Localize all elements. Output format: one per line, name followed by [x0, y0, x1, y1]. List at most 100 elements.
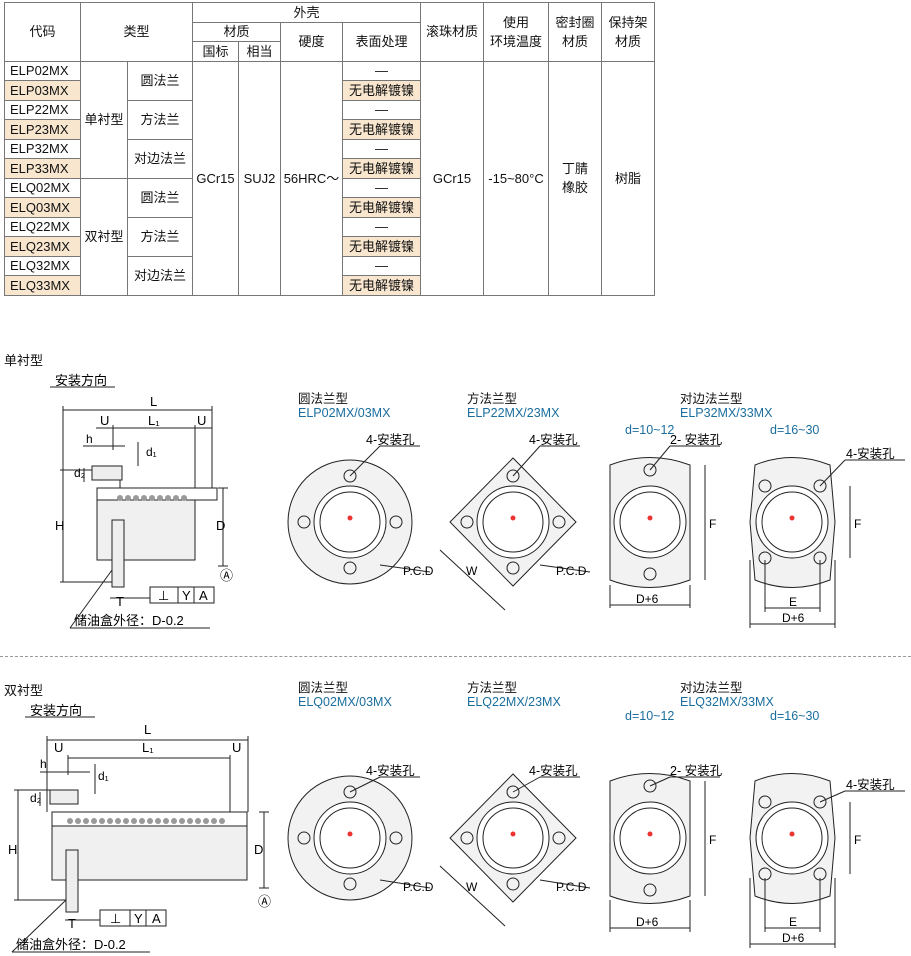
gb-value: GCr15 [192, 60, 239, 296]
round-title: 圆法兰型 [298, 681, 349, 695]
code-cell: ELP23MX [4, 119, 81, 140]
type-double: 双衬型 [80, 177, 128, 296]
tol-Y: Y [134, 911, 143, 926]
pcd-label: P.C.D [403, 880, 434, 894]
dim-F: F [854, 833, 861, 847]
dim-d1: d₁ [146, 445, 157, 459]
dim-F: F [709, 517, 716, 531]
header-ball: 滚珠材质 [420, 2, 484, 62]
dim-D6: D+6 [636, 592, 659, 606]
square-title: 方法兰型 [467, 392, 518, 406]
type-round: 圆法兰 [127, 177, 193, 218]
dim-U-left: U [100, 413, 109, 428]
type-square: 方法兰 [127, 99, 193, 140]
tol-Y: Y [182, 588, 191, 603]
code-cell: ELQ22MX [4, 216, 81, 237]
d-small-label: d=10~12 [625, 423, 675, 437]
dim-D: D [254, 842, 263, 857]
surface-cell: — [342, 177, 421, 198]
code-cell: ELQ02MX [4, 177, 81, 198]
section-double-title: 双衬型 [4, 683, 44, 698]
header-type: 类型 [80, 2, 193, 62]
perpendicularity-icon: ⊥ [158, 588, 169, 603]
dim-T: T [68, 916, 76, 931]
dim-W: W [466, 880, 478, 894]
datum-A-icon: Ⓐ [258, 894, 271, 909]
dim-U-right: U [197, 413, 206, 428]
d-large-label: d=16~30 [770, 709, 820, 723]
holes4-label: 4-安装孔 [846, 777, 895, 792]
dim-d2: d₂ [74, 466, 86, 480]
code-cell: ELQ32MX [4, 255, 81, 276]
code-cell: ELQ23MX [4, 236, 81, 257]
dim-F: F [854, 517, 861, 531]
section-single-title: 单衬型 [4, 353, 44, 368]
dim-W: W [466, 564, 478, 578]
header-retainer: 保持架材质 [601, 2, 655, 62]
perpendicularity-icon: ⊥ [110, 911, 121, 926]
d-large-label: d=16~30 [770, 423, 820, 437]
section-divider [0, 656, 911, 657]
holes4-label: 4-安装孔 [529, 432, 578, 447]
header-gb: 国标 [192, 41, 239, 62]
surface-cell: — [342, 216, 421, 237]
round-subtitle: ELQ02MX/03MX [298, 695, 392, 709]
header-seal: 密封圈材质 [548, 2, 602, 62]
dim-h: h [86, 432, 93, 446]
dim-L: L [144, 722, 151, 737]
dim-d1: d₁ [98, 769, 109, 783]
dim-D6: D+6 [636, 915, 659, 929]
holes4-label: 4-安装孔 [846, 446, 895, 461]
oil-box-label: 储油盒外径：D-0.2 [74, 613, 184, 628]
equiv-value: SUJ2 [238, 60, 281, 296]
dim-D: D [216, 518, 225, 533]
dim-L1: L₁ [148, 413, 160, 428]
pcd-label: P.C.D [556, 564, 587, 578]
square-subtitle: ELP22MX/23MX [467, 406, 560, 420]
type-round: 圆法兰 [127, 60, 193, 101]
single-front-views: 4-安装孔 4-安装孔 2- 安装孔 4-安装孔 P.C.D P.C.D W F… [287, 432, 905, 628]
surface-cell: 无电解镀镍 [342, 197, 421, 218]
spec-table: 代码 类型 外壳 滚珠材质 使用环境温度 密封圈材质 保持架材质 材质 硬度 表… [4, 2, 655, 296]
code-cell: ELP33MX [4, 158, 81, 179]
opposite-subtitle: ELQ32MX/33MX [680, 695, 774, 709]
dim-E: E [789, 915, 797, 929]
surface-cell: — [342, 99, 421, 120]
opposite-subtitle: ELP32MX/33MX [680, 406, 773, 420]
hardness-value: 56HRC～ [280, 60, 343, 296]
code-cell: ELP22MX [4, 99, 81, 120]
surface-cell: — [342, 60, 421, 81]
dim-T: T [116, 594, 124, 609]
type-opposite: 对边法兰 [127, 138, 193, 179]
install-direction-label: 安装方向 [30, 703, 82, 718]
double-front-views: 4-安装孔 4-安装孔 2- 安装孔 4-安装孔 P.C.D P.C.D W F… [287, 763, 905, 948]
header-hardness: 硬度 [280, 21, 343, 62]
seal-value: 丁腈橡胶 [548, 60, 602, 296]
header-material: 材质 [192, 21, 281, 42]
surface-cell: — [342, 255, 421, 276]
surface-cell: 无电解镀镍 [342, 275, 421, 296]
pcd-label: P.C.D [403, 564, 434, 578]
code-cell: ELP02MX [4, 60, 81, 81]
header-shell: 外壳 [192, 2, 421, 23]
header-code: 代码 [4, 2, 81, 62]
holes4-label: 4-安装孔 [366, 763, 415, 778]
dim-H: H [55, 518, 64, 533]
code-cell: ELP03MX [4, 80, 81, 101]
ball-value: GCr15 [420, 60, 484, 296]
holes4-label: 4-安装孔 [529, 763, 578, 778]
tol-A: A [199, 588, 208, 603]
opposite-title: 对边法兰型 [680, 392, 743, 406]
double-side-view: 安装方向 L L₁ U U h d₁ d₂ H D Ⓐ T ⊥ Y A 储油盒外… [8, 703, 271, 953]
holes2-label: 2- 安装孔 [670, 432, 723, 447]
header-env: 使用环境温度 [483, 2, 549, 62]
dim-E: E [789, 595, 797, 609]
type-opposite: 对边法兰 [127, 255, 193, 296]
code-cell: ELQ33MX [4, 275, 81, 296]
install-direction-label: 安装方向 [55, 373, 107, 388]
opposite-title: 对边法兰型 [680, 681, 743, 695]
dim-d2: d₂ [30, 791, 42, 805]
code-cell: ELP32MX [4, 138, 81, 159]
square-title: 方法兰型 [467, 681, 518, 695]
retainer-value: 树脂 [601, 60, 655, 296]
